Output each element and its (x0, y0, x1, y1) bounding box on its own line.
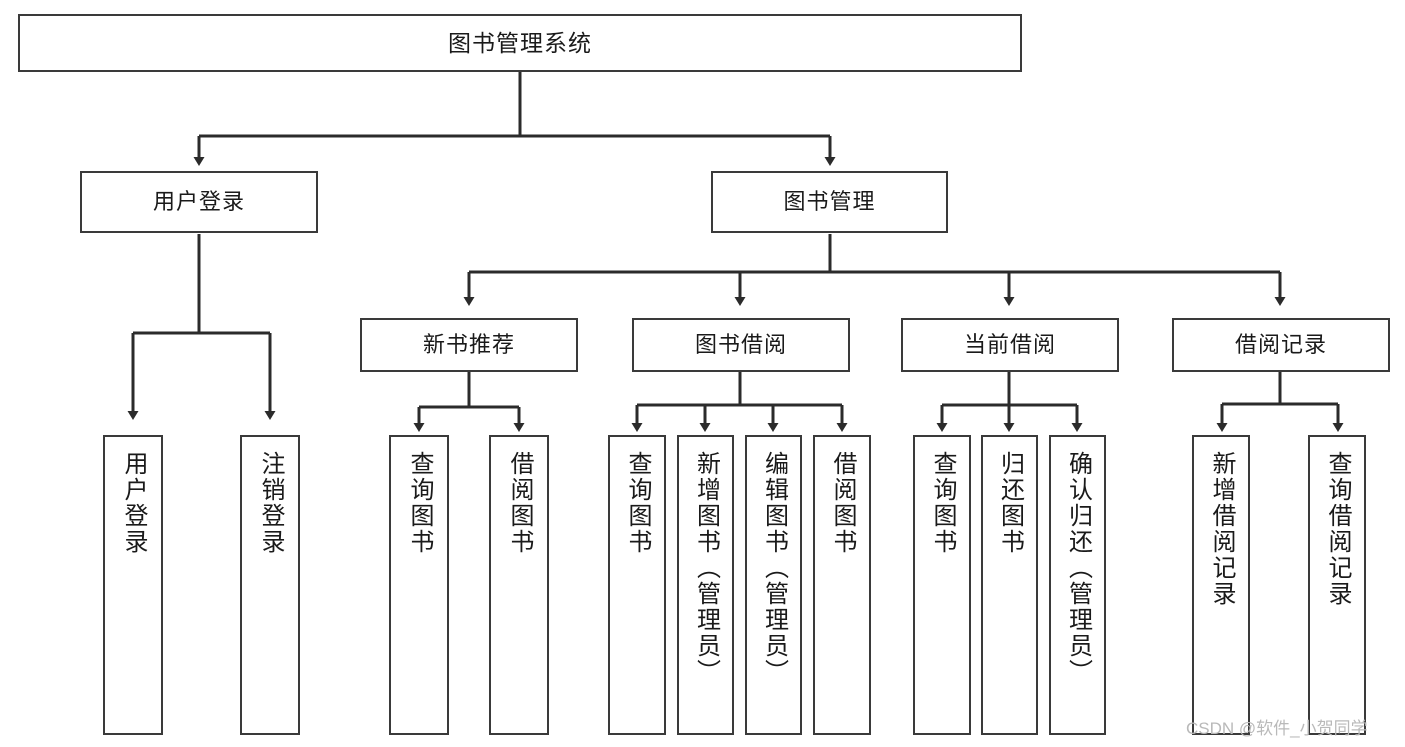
leaf-borrow-query-book[interactable]: 查询图书 (608, 435, 666, 735)
node-label: 新增图书（管理员） (692, 451, 720, 685)
leaf-recommend-borrow-book[interactable]: 借阅图书 (489, 435, 549, 735)
node-current-borrow[interactable]: 当前借阅 (901, 318, 1119, 372)
node-label: 用户登录 (152, 189, 245, 215)
node-book-borrow[interactable]: 图书借阅 (632, 318, 850, 372)
node-root-book-management-system[interactable]: 图书管理系统 (18, 14, 1022, 72)
node-label: 借阅图书 (506, 451, 533, 555)
leaf-edit-book-admin[interactable]: 编辑图书（管理员） (745, 435, 802, 735)
node-label: 查询图书 (406, 451, 433, 555)
leaf-add-borrow-record[interactable]: 新增借阅记录 (1192, 435, 1250, 735)
leaf-logout[interactable]: 注销登录 (240, 435, 300, 735)
leaf-return-book[interactable]: 归还图书 (981, 435, 1038, 735)
node-label: 新增借阅记录 (1208, 451, 1235, 607)
leaf-borrow-borrow-book[interactable]: 借阅图书 (813, 435, 871, 735)
node-label: 图书管理 (783, 189, 876, 215)
node-label: 编辑图书（管理员） (760, 451, 788, 685)
node-label: 用户登录 (120, 451, 147, 555)
leaf-current-query-book[interactable]: 查询图书 (913, 435, 971, 735)
node-label: 查询图书 (624, 451, 651, 555)
watermark: CSDN @软件_小贺同学 (1186, 719, 1368, 738)
node-borrow-record[interactable]: 借阅记录 (1172, 318, 1390, 372)
node-label: 新书推荐 (422, 332, 515, 358)
node-label: 借阅图书 (829, 451, 856, 555)
node-label: 图书管理系统 (448, 29, 592, 56)
leaf-query-borrow-record[interactable]: 查询借阅记录 (1308, 435, 1366, 735)
node-label: 归还图书 (996, 451, 1024, 555)
node-user-login[interactable]: 用户登录 (80, 171, 318, 233)
node-label: 当前借阅 (963, 332, 1056, 358)
leaf-confirm-return-admin[interactable]: 确认归还（管理员） (1049, 435, 1106, 735)
node-label: 查询图书 (929, 451, 956, 555)
node-label: 借阅记录 (1234, 332, 1327, 358)
node-book-management[interactable]: 图书管理 (711, 171, 948, 233)
leaf-recommend-query-book[interactable]: 查询图书 (389, 435, 449, 735)
leaf-add-book-admin[interactable]: 新增图书（管理员） (677, 435, 734, 735)
node-label: 确认归还（管理员） (1064, 451, 1092, 685)
node-label: 图书借阅 (694, 332, 787, 358)
leaf-user-login[interactable]: 用户登录 (103, 435, 163, 735)
node-label: 查询借阅记录 (1324, 451, 1351, 607)
node-label: 注销登录 (257, 451, 284, 555)
node-new-book-recommend[interactable]: 新书推荐 (360, 318, 578, 372)
